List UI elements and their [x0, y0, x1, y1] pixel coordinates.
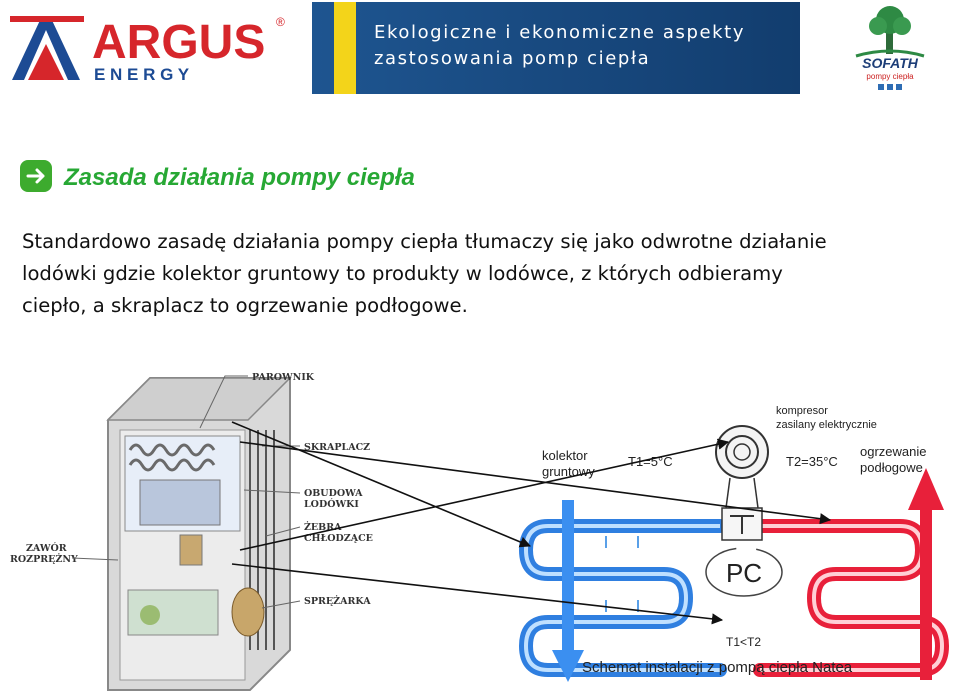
label-t1: T1=5°C — [628, 454, 673, 469]
flow-up-arrow — [908, 468, 944, 680]
argus-logo-text: ARGUS — [92, 16, 265, 69]
slide-title: Zasada działania pompy ciepła — [64, 164, 415, 191]
evaporator-coil — [128, 443, 216, 472]
label-ogrzewanie: ogrzewanie — [860, 444, 927, 459]
banner-line-1: Ekologiczne i ekonomiczne aspekty — [374, 22, 746, 43]
label-t2: T2=35°C — [786, 454, 838, 469]
svg-text:pompy ciepła: pompy ciepła — [866, 72, 914, 81]
banner-line-2: zastosowania pomp ciepła — [374, 48, 651, 69]
comparison-diagram: PAROWNIK SKRAPLACZ OBUDOWA LODÓWKI ŻEBRA… — [10, 372, 950, 691]
paragraph-line: ciepło, a skraplacz to ogrzewanie podłog… — [22, 294, 468, 317]
label-gruntowy: gruntowy — [542, 464, 595, 479]
header-banner: Ekologiczne i ekonomiczne aspekty zastos… — [312, 2, 800, 94]
fridge-illustration — [106, 377, 292, 691]
paragraph-line: Standardowo zasadę działania pompy ciepł… — [22, 230, 827, 253]
label-zasilany: zasilany elektrycznie — [776, 419, 877, 431]
body-paragraph: Standardowo zasadę działania pompy ciepł… — [22, 226, 942, 322]
heat-pump-schematic: PC — [518, 425, 950, 682]
label-lodowki: LODÓWKI — [304, 498, 359, 510]
schema-caption: Schemat instalacji z pompą ciepła Natea — [582, 659, 853, 676]
label-chlodzace: CHŁODZĄCE — [304, 533, 373, 544]
energy-logo-text: E N E R G Y — [94, 65, 190, 84]
paragraph-line: lodówki gdzie kolektor gruntowy to produ… — [22, 262, 783, 285]
pc-label: PC — [726, 558, 762, 588]
sofath-logo: SOFATH pompy ciepła — [855, 6, 925, 90]
label-podlogowe: podłogowe — [860, 460, 923, 475]
flow-down-arrow — [552, 500, 584, 682]
compressor-icon — [715, 425, 769, 479]
label-rozprezny: ROZPRĘŻNY — [10, 552, 78, 565]
label-parownik: PAROWNIK — [252, 372, 315, 383]
sofath-logo-text: SOFATH — [862, 55, 919, 71]
label-kolektor: kolektor — [542, 448, 588, 463]
arrow-right-icon — [20, 160, 52, 192]
label-t1-lt-t2: T1<T2 — [726, 635, 761, 649]
svg-text:®: ® — [276, 15, 285, 29]
tree-icon — [855, 6, 925, 58]
label-skraplacz: SKRAPLACZ — [304, 442, 370, 453]
argus-energy-logo: ARGUS ® E N E R G Y — [10, 15, 285, 84]
banner-accent-bar — [334, 2, 356, 94]
label-obudowa: OBUDOWA — [304, 488, 363, 499]
label-sprezarka: SPRĘŻARKA — [304, 594, 371, 607]
label-kompresor: kompresor — [776, 405, 828, 417]
comparison-arrows — [231, 421, 832, 625]
label-zawor: ZAWÓR — [26, 542, 67, 554]
